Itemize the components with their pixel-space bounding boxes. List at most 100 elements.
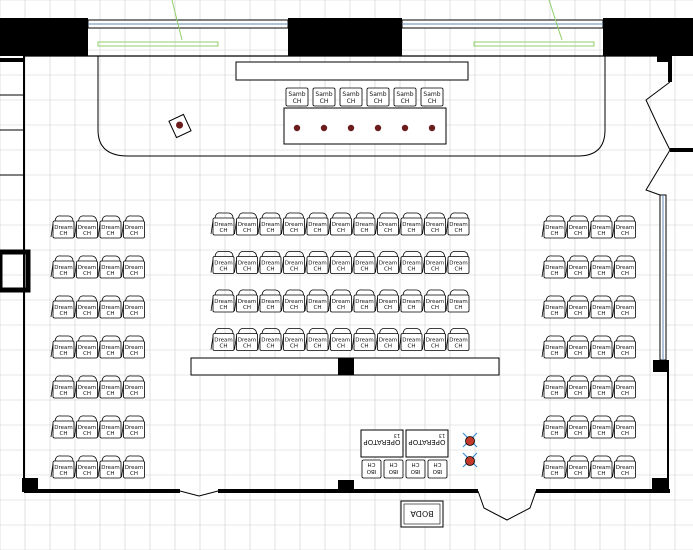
seat-label-top: Dream — [101, 425, 120, 431]
seat-label-bottom: CH — [431, 344, 439, 350]
seat-label-top: Dream — [449, 299, 468, 305]
seat-label-top: Dream — [261, 299, 280, 305]
seat-label-top: Dream — [402, 261, 421, 267]
seat-label-top: Dream — [569, 465, 588, 471]
seat-label-top: Dream — [54, 265, 73, 271]
stage-chair-label-top: Samb — [396, 91, 413, 98]
stage-chair-label-top: Samb — [342, 91, 359, 98]
microphone-icon — [293, 124, 301, 132]
seat-label-top: Dream — [308, 299, 327, 305]
seat-label-bottom: CH — [130, 271, 138, 277]
marker-bottom — [462, 452, 478, 468]
stage-chair-label-top: Samb — [369, 91, 386, 98]
stage-desk — [283, 107, 447, 145]
seat-label-bottom: CH — [384, 228, 392, 234]
wall-top-right-block — [603, 18, 693, 56]
seat-label-top: Dream — [545, 225, 564, 231]
stage-chair-label-bottom: CH — [374, 98, 383, 105]
seat-label-top: Dream — [616, 425, 635, 431]
seat-label-top: Dream — [214, 338, 233, 344]
seat-label-bottom: CH — [408, 305, 416, 311]
seat-label-top: Dream — [125, 465, 144, 471]
seat-label-bottom: CH — [60, 311, 68, 317]
wall-top-center-block — [288, 18, 402, 56]
stage-chair-label-bottom: CH — [347, 98, 356, 105]
stage-chair-label-bottom: CH — [293, 98, 302, 105]
seat-label-top: Dream — [125, 225, 144, 231]
seat-label-bottom: CH — [130, 351, 138, 357]
seat-label-bottom: CH — [220, 228, 228, 234]
seat-label-top: Dream — [355, 222, 374, 228]
seat-label-top: Dream — [261, 222, 280, 228]
seat-label-top: Dream — [125, 265, 144, 271]
seat-label-top: Dream — [355, 261, 374, 267]
seat-label-top: Dream — [402, 299, 421, 305]
light-fixture-left — [97, 41, 219, 47]
seat-label-bottom: CH — [621, 391, 629, 397]
wall-bottom-right-column — [652, 478, 668, 492]
seat-label-bottom: CH — [574, 351, 582, 357]
seat-label-bottom: CH — [598, 471, 606, 477]
console-chair-label-bottom: CH — [412, 461, 420, 467]
seat-label-bottom: CH — [243, 228, 251, 234]
seat-label-bottom: CH — [551, 231, 559, 237]
seat-label-bottom: CH — [107, 231, 115, 237]
seat-label-top: Dream — [545, 345, 564, 351]
seat-label-bottom: CH — [431, 267, 439, 273]
seat-label-bottom: CH — [83, 431, 91, 437]
seat-label-top: Dream — [616, 305, 635, 311]
wall-left-cap — [0, 58, 24, 62]
seat-label-bottom: CH — [60, 391, 68, 397]
podium — [168, 113, 192, 139]
operator-label: OPERATOP — [364, 438, 401, 446]
seat-label-top: Dream — [78, 385, 97, 391]
seat-label-bottom: CH — [337, 228, 345, 234]
seat-label-top: Dream — [78, 345, 97, 351]
seat-label-top: Dream — [101, 345, 120, 351]
seat-label-bottom: CH — [83, 231, 91, 237]
seat-label-top: Dream — [379, 338, 398, 344]
seat-label-top: Dream — [545, 385, 564, 391]
seat-label-bottom: CH — [621, 471, 629, 477]
seat-label-bottom: CH — [361, 267, 369, 273]
seat-label-bottom: CH — [361, 344, 369, 350]
seat-label-top: Dream — [592, 425, 611, 431]
wall-right-column — [653, 360, 669, 372]
seat-label-bottom: CH — [60, 231, 68, 237]
seat-label-top: Dream — [616, 265, 635, 271]
seat-label-bottom: CH — [267, 228, 275, 234]
seat-label-bottom: CH — [551, 471, 559, 477]
